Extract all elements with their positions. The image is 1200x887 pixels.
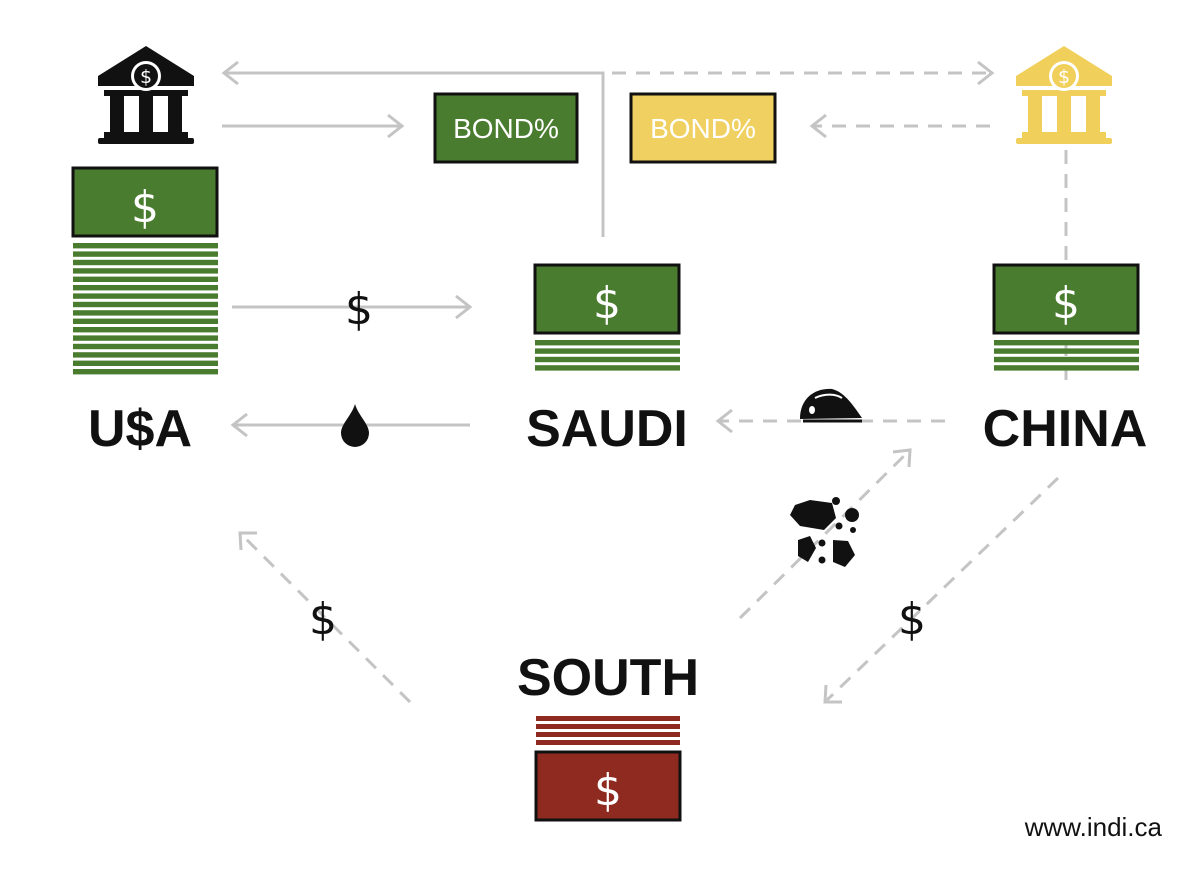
money-stripe [73, 276, 218, 282]
money-stripe [73, 301, 218, 308]
money-stripe [73, 293, 218, 299]
money-stripe [73, 243, 218, 249]
money-stripe [73, 352, 218, 358]
usa-to-saudi-dollar: $ [345, 284, 373, 335]
bank-dollar-symbol: $ [1058, 66, 1070, 88]
china-bill-symbol: $ [1052, 278, 1080, 329]
saudi-bill-symbol: $ [593, 278, 621, 329]
bank-dollar-symbol: $ [140, 66, 152, 88]
china-label: CHINA [983, 400, 1148, 458]
money-stripe [535, 365, 680, 371]
money-stripe [994, 348, 1139, 354]
money-stripe [536, 740, 680, 745]
money-stripe [994, 356, 1139, 363]
money-stripe [536, 732, 680, 737]
money-stripe [73, 285, 218, 291]
china-bank-icon: $ [1016, 46, 1112, 144]
money-stripe [994, 365, 1139, 371]
money-stripe [535, 340, 680, 346]
south-to-usa-dollar: $ [309, 594, 337, 645]
ore-icon [790, 497, 859, 567]
money-stripe [73, 360, 218, 366]
usa-label: U$A [88, 400, 192, 458]
arrow-usa-to-saudi [232, 294, 473, 320]
money-stripe [536, 724, 680, 729]
oil-drop-icon [341, 404, 369, 447]
china-money-stack: $ [992, 263, 1140, 371]
money-stripe [73, 318, 218, 324]
money-stripe [73, 343, 218, 350]
arrow-south-to-saudi [738, 448, 912, 620]
arrow-china-to-saudi [715, 408, 945, 434]
arrow-south-to-usa [238, 531, 412, 704]
south-money-stack: $ [534, 716, 682, 822]
usa-bank-icon: $ [98, 46, 194, 144]
money-stripe [73, 335, 218, 341]
money-stripe [73, 310, 218, 316]
south-label: SOUTH [517, 649, 699, 707]
money-stripe [536, 716, 680, 721]
footer-url: www.indi.ca [1024, 812, 1163, 842]
money-stripe [73, 268, 218, 274]
usa-money-stack: $ [71, 166, 219, 375]
usa-bond-label: BOND% [453, 113, 559, 144]
money-stripe [535, 356, 680, 363]
usa-bill-symbol: $ [131, 182, 159, 233]
arrow-china-to-south [823, 476, 1060, 704]
train-icon [800, 388, 862, 423]
money-stripe [73, 327, 218, 333]
money-stripe [73, 251, 218, 257]
money-stripe [994, 340, 1139, 346]
usa-bond: BOND% [433, 92, 579, 164]
china-bond-label: BOND% [650, 113, 756, 144]
money-stripe [73, 369, 218, 375]
saudi-label: SAUDI [526, 400, 688, 458]
china-to-south-dollar: $ [898, 594, 926, 645]
arrow-china-bank-to-bond [809, 113, 990, 139]
china-bond: BOND% [629, 92, 777, 164]
arrow-saudi-to-usa-bank [221, 60, 605, 237]
arrow-saudi-to-china-bank [612, 60, 995, 86]
saudi-money-stack: $ [533, 263, 681, 371]
arrow-usa-bank-to-bond [222, 113, 405, 139]
money-stripe [535, 348, 680, 354]
south-bill-symbol: $ [594, 765, 622, 816]
money-stripe [73, 259, 218, 266]
